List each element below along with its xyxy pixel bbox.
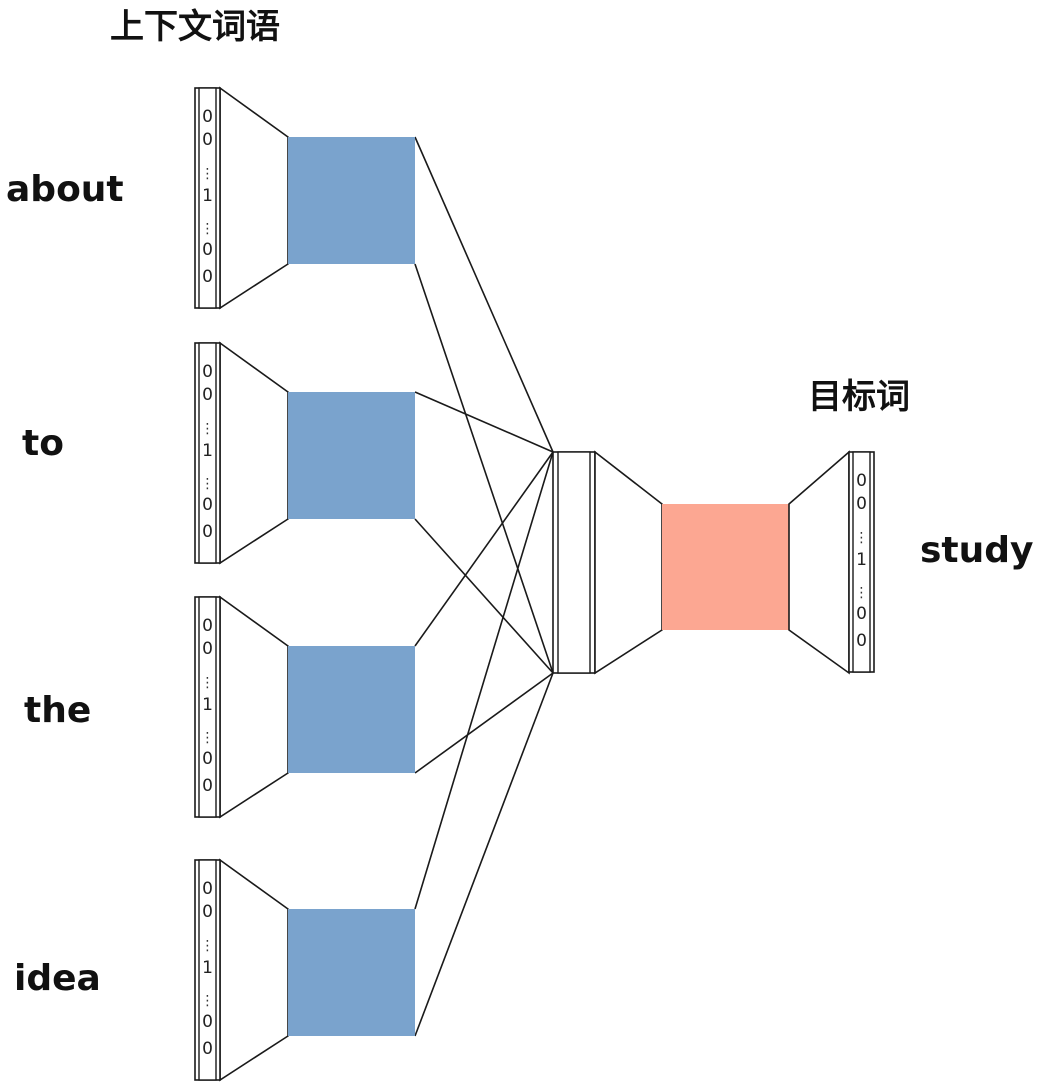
context-word-label-idea: idea [14,958,101,999]
target-embedding-box [662,504,789,630]
vector-digit: 0 [202,902,213,922]
vector-digit: 1 [202,441,213,461]
target-title: 目标词 [808,377,910,417]
connection-lines [414,136,554,1037]
vector-digit: 0 [202,385,213,405]
vector-digit: 0 [202,776,213,796]
context-blocks: 0 0 1 0 0 ⋮ ⋮ 0 0 1 0 0 ⋮ ⋮ 0 0 1 0 0 ⋮ ⋮ 0 0 1 0 0 ⋮ ⋮ [194,86,415,1082]
connection-line [414,451,554,910]
context-trapezoid [219,858,289,1082]
vector-digit: 0 [202,522,213,542]
vector-digit: 0 [856,631,867,651]
context-trapezoid [219,341,289,565]
context-embedding-box [288,646,415,773]
connection-line [414,391,554,453]
connection-line [414,136,554,453]
context-one-hot-vector: 0 0 1 0 0 ⋮ ⋮ [194,342,221,564]
context-word-label-about: about [6,169,124,210]
vector-ellipsis: ⋮ [201,421,215,437]
vector-digit: 0 [202,879,213,899]
vector-ellipsis: ⋮ [201,221,215,237]
connection-line [414,263,554,674]
vector-ellipsis: ⋮ [201,938,215,954]
vector-digit: 0 [856,604,867,624]
vector-ellipsis: ⋮ [201,476,215,492]
context-block-the: 0 0 1 0 0 ⋮ ⋮ [194,595,415,819]
context-one-hot-vector: 0 0 1 0 0 ⋮ ⋮ [194,596,221,818]
vector-ellipsis: ⋮ [855,585,869,601]
vector-ellipsis: ⋮ [201,675,215,691]
vector-digit: 0 [202,267,213,287]
vector-digit: 0 [202,639,213,659]
context-one-hot-vector: 0 0 1 0 0 ⋮ ⋮ [194,87,221,309]
target-to-output-trapezoid [788,450,850,675]
vector-digit: 0 [202,749,213,769]
context-one-hot-vector: 0 0 1 0 0 ⋮ ⋮ [194,859,221,1081]
vector-digit: 1 [856,550,867,570]
vector-digit: 0 [202,495,213,515]
context-block-about: 0 0 1 0 0 ⋮ ⋮ [194,86,415,310]
context-block-idea: 0 0 1 0 0 ⋮ ⋮ [194,858,415,1082]
vector-digit: 0 [856,494,867,514]
target-vector-cells: 0 0 1 0 0 ⋮ ⋮ [848,451,875,673]
connection-line [414,451,554,647]
context-trapezoid [219,86,289,310]
vector-digit: 0 [202,130,213,150]
vector-digit: 0 [202,240,213,260]
vector-digit: 1 [202,958,213,978]
vector-digit: 0 [856,471,867,491]
vector-digit: 0 [202,616,213,636]
context-title: 上下文词语 [110,7,280,47]
connection-line [414,518,554,674]
context-embedding-box [288,392,415,519]
context-trapezoid [219,595,289,819]
vector-digit: 0 [202,107,213,127]
vector-ellipsis: ⋮ [855,530,869,546]
target-one-hot-vector: 0 0 1 0 0 ⋮ ⋮ [848,451,875,673]
vector-digit: 0 [202,1012,213,1032]
vector-digit: 1 [202,186,213,206]
context-block-to: 0 0 1 0 0 ⋮ ⋮ [194,341,415,565]
vector-digit: 0 [202,1039,213,1059]
hidden-to-target-trapezoid [594,450,663,675]
vector-digit: 0 [202,362,213,382]
vector-ellipsis: ⋮ [201,993,215,1009]
context-embedding-box [288,137,415,264]
context-word-label-the: the [24,690,91,731]
context-word-label-to: to [22,423,64,464]
connection-line [414,672,554,774]
vector-ellipsis: ⋮ [201,166,215,182]
vector-digit: 1 [202,695,213,715]
context-embedding-box [288,909,415,1036]
hidden-layer [552,451,596,674]
connection-line [414,672,554,1037]
vector-ellipsis: ⋮ [201,730,215,746]
target-word-label: study [920,530,1034,571]
